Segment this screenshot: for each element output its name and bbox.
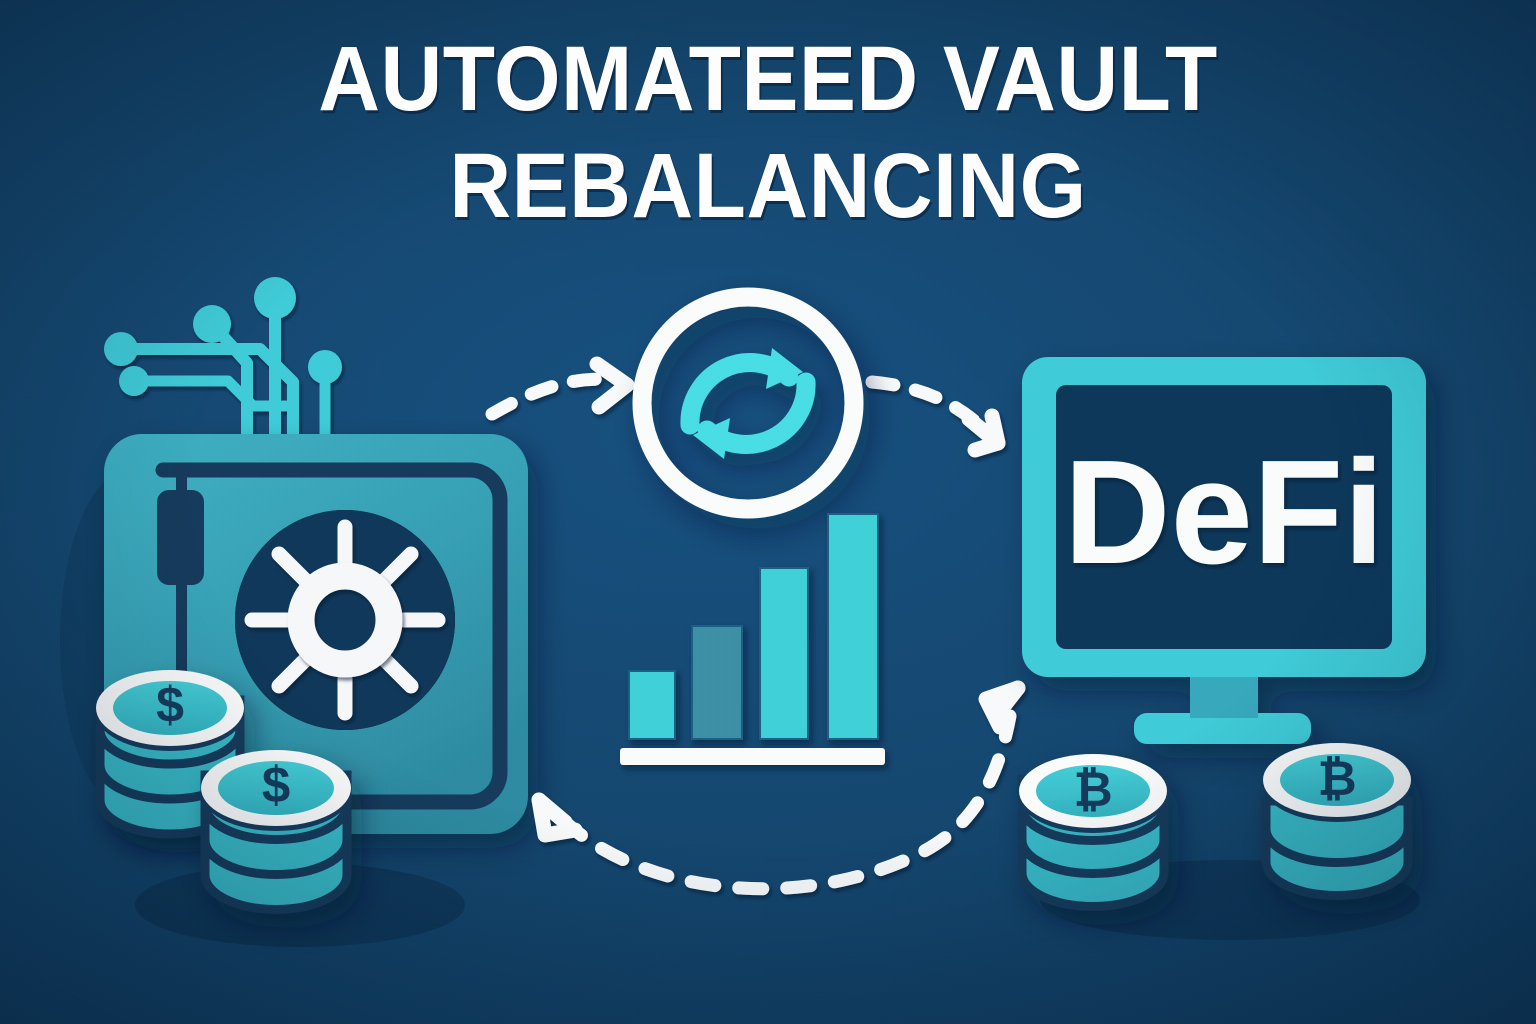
bitcoin-coin-stack-icon: ₿ [1261,743,1413,900]
dashed-arrow-right-icon [485,356,635,421]
bitcoin-symbol: ₿ [1317,753,1356,806]
vault-dial-icon [235,510,455,730]
dashed-double-arrow-arc-icon [531,680,1026,896]
bar-2 [691,625,743,740]
bar-4 [827,513,879,740]
bar-chart-icon [620,513,885,765]
dollar-coin-stack-icon: $ [200,750,352,914]
bitcoin-symbol: ₿ [1073,764,1112,817]
monitor-screen-icon [1022,357,1426,744]
title-line-2: REBALANCING [449,135,1087,238]
page-title: AUTOMATEED VAULT REBALANCING [0,28,1536,238]
title-line-1: AUTOMATEED VAULT [318,28,1218,130]
bitcoin-coin-stack-icon: ₿ [1017,754,1169,911]
circuit-traces-icon [104,277,342,453]
monitor-screen-label: DeFi [1064,430,1385,595]
bar-3 [759,567,809,740]
dollar-symbol: $ [156,677,184,733]
chart-baseline [620,748,885,765]
dashed-arrow-down-right-icon [865,375,1006,458]
bar-1 [628,670,676,740]
sync-refresh-icon [632,287,864,519]
dollar-symbol: $ [262,756,290,813]
chart-bars [628,513,879,740]
